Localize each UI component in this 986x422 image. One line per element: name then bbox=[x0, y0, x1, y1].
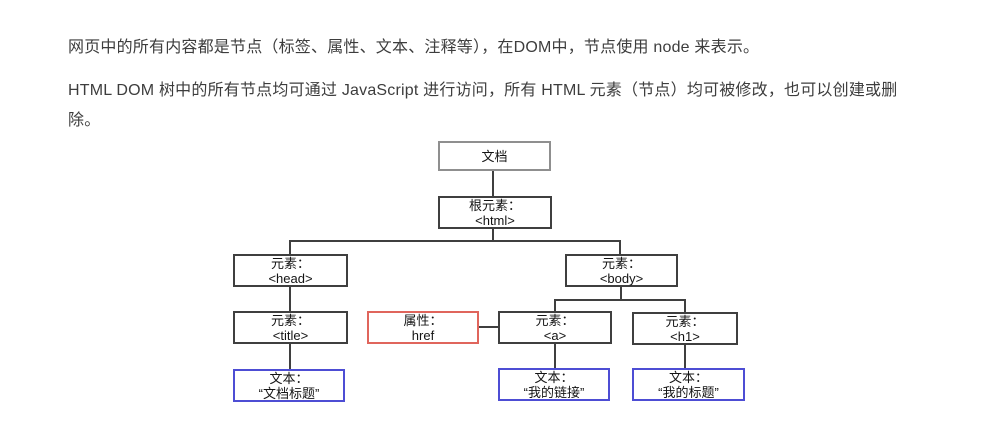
node-tag: <a> bbox=[543, 327, 567, 343]
connector-html-stem bbox=[492, 228, 494, 242]
connector-head-title bbox=[289, 286, 291, 312]
connector-split-body bbox=[619, 240, 621, 255]
node-tag: <title> bbox=[272, 327, 309, 343]
connector-h1-text bbox=[684, 344, 686, 368]
node-text-my-title: 文本： “我的标题” bbox=[632, 368, 745, 401]
node-label: 元素： bbox=[270, 312, 310, 328]
connector-document-html bbox=[492, 170, 494, 197]
node-label: 元素： bbox=[665, 313, 705, 329]
node-element-body: 元素： <body> bbox=[565, 254, 678, 287]
node-value: “我的链接” bbox=[523, 384, 585, 400]
node-root-html: 根元素： <html> bbox=[438, 196, 552, 229]
connector-split-h1 bbox=[684, 299, 686, 313]
node-label: 元素： bbox=[270, 255, 310, 271]
node-tag: href bbox=[411, 327, 435, 343]
node-element-head: 元素： <head> bbox=[233, 254, 348, 287]
node-label: 文本： bbox=[269, 370, 309, 386]
node-label: 文本： bbox=[668, 369, 708, 385]
node-value: “文档标题” bbox=[258, 385, 320, 401]
node-tag: <h1> bbox=[670, 328, 700, 344]
intro-paragraph-2: HTML DOM 树中的所有节点均可通过 JavaScript 进行访问，所有 … bbox=[68, 82, 898, 129]
node-text-my-link: 文本： “我的链接” bbox=[498, 368, 610, 401]
node-attribute-href: 属性： href bbox=[367, 311, 479, 344]
node-label: 文档 bbox=[481, 148, 508, 164]
node-label: 文本： bbox=[534, 369, 574, 385]
node-tag: <head> bbox=[268, 270, 313, 286]
connector-body-split bbox=[554, 299, 686, 301]
node-label: 元素： bbox=[535, 312, 575, 328]
node-element-h1: 元素： <h1> bbox=[632, 312, 738, 345]
connector-split-head bbox=[289, 240, 291, 255]
connector-title-text bbox=[289, 343, 291, 370]
node-tag: <html> bbox=[475, 212, 515, 228]
node-element-a: 元素： <a> bbox=[498, 311, 612, 344]
connector-split-a bbox=[554, 299, 556, 312]
node-label: 根元素： bbox=[468, 197, 521, 213]
connector-html-split bbox=[289, 240, 621, 242]
node-text-doc-title: 文本： “文档标题” bbox=[233, 369, 345, 402]
node-document: 文档 bbox=[438, 141, 551, 171]
connector-body-stem bbox=[620, 286, 622, 301]
node-tag: <body> bbox=[599, 270, 644, 286]
intro-paragraph-1: 网页中的所有内容都是节点（标签、属性、文本、注释等），在DOM中，节点使用 no… bbox=[68, 39, 760, 56]
connector-href-a bbox=[478, 326, 499, 328]
connector-a-text bbox=[554, 343, 556, 368]
node-label: 属性： bbox=[403, 312, 443, 328]
node-value: “我的标题” bbox=[658, 384, 719, 400]
node-element-title: 元素： <title> bbox=[233, 311, 348, 344]
node-label: 元素： bbox=[601, 255, 641, 271]
